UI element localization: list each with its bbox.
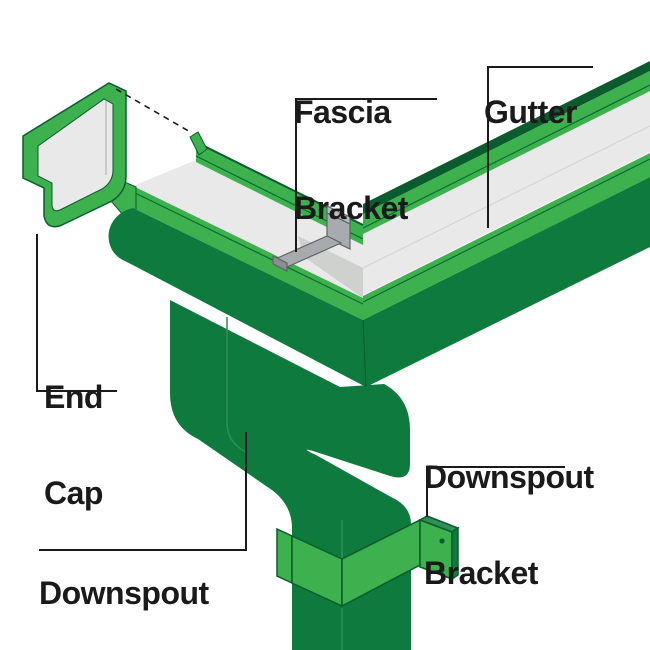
downspout-bracket-left-stub <box>276 527 293 585</box>
gutter-right-face <box>363 177 650 387</box>
gutter-left-face <box>108 208 367 387</box>
downspout-bracket-leader <box>426 466 565 517</box>
gutter-left-rail-band <box>196 142 363 245</box>
downspout-label-line1: Downspout <box>39 575 209 611</box>
downspout-bracket-label-line1: Downspout <box>424 459 594 495</box>
end-cap-label-line2: Cap <box>44 475 103 511</box>
downspout-bracket-screw-hole-bottom <box>439 567 445 573</box>
downspout-bracket-flange-side <box>451 526 459 581</box>
gutter-rail-end-cross-section <box>189 131 208 156</box>
end-cap-leader <box>36 234 117 392</box>
leader-lines <box>36 66 593 551</box>
gutter-channel-interior <box>133 89 650 298</box>
fascia-bracket-lip-hook <box>272 255 288 272</box>
fascia-bracket-label-line1: Fascia <box>294 94 391 130</box>
gutter-right-lip-seam <box>362 158 650 303</box>
downspout-bracket-group <box>276 515 460 608</box>
gutter-leader <box>487 66 593 228</box>
downspout-elbow-seam <box>226 317 247 453</box>
fascia-bracket-label-line2: Bracket <box>294 190 408 226</box>
fascia-bracket-group <box>271 205 351 272</box>
downspout-label: Downspout <box>39 513 209 650</box>
gutter-right-rail-seam <box>362 84 650 229</box>
gutter-corner-edge <box>362 319 367 388</box>
downspout-bracket-label: Downspout Bracket <box>424 397 594 650</box>
end-cap-group <box>22 82 127 228</box>
gutter-floor-line <box>362 125 650 269</box>
gutter-left-lip-seam <box>132 191 364 305</box>
end-cap-label-line1: End <box>44 379 103 415</box>
gutter-label-line1: Gutter <box>484 94 578 130</box>
end-cap-label: End Cap <box>44 317 103 573</box>
downspout-bracket-screw-hole-top <box>439 538 445 544</box>
gutter-right-rail-cap <box>363 61 650 214</box>
gutter-label: Gutter <box>484 32 578 192</box>
fascia-bracket-leader <box>295 98 437 252</box>
gutter-left-interior <box>133 160 363 298</box>
gutter-right-interior <box>363 89 650 295</box>
gutter-front <box>108 153 650 388</box>
gutter-back-rails <box>189 61 650 245</box>
end-cap-alignment-dashes <box>115 88 193 134</box>
gutter-right-rail-band <box>363 71 650 234</box>
downspout-bracket-label-line2: Bracket <box>424 555 538 591</box>
downspout-leader <box>39 432 247 551</box>
end-cap-face <box>37 98 114 212</box>
fascia-bracket-label: Fascia Bracket <box>294 32 408 288</box>
